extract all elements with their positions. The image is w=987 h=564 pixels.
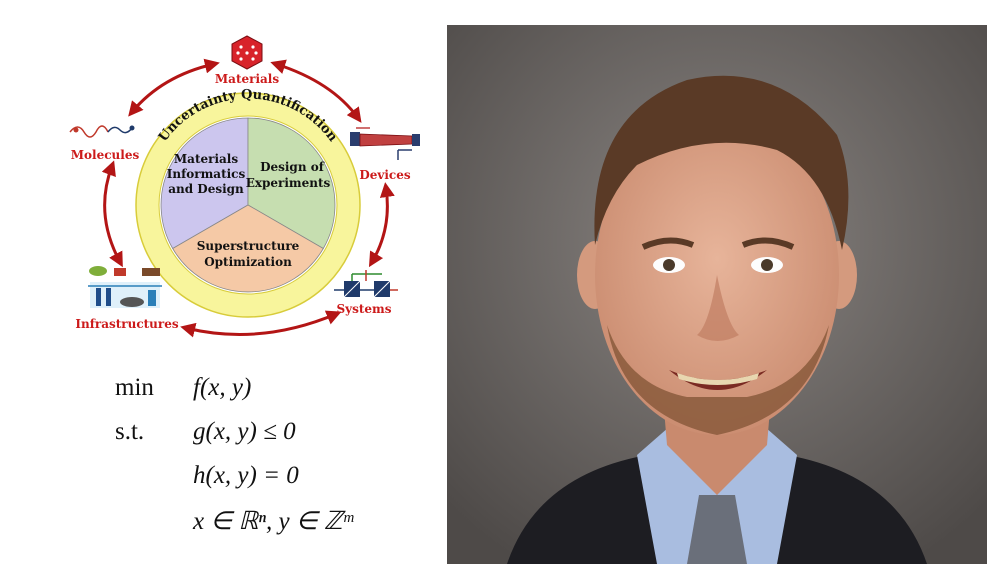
arrow-infrastructures-molecules xyxy=(101,160,123,268)
arrow-materials-devices xyxy=(270,59,362,123)
scale-label-devices: Devices xyxy=(359,168,411,182)
arrow-systems-infrastructures xyxy=(180,310,342,338)
sector-label-superstructure: Superstructure xyxy=(197,239,300,253)
scale-label-infrastructures: Infrastructures xyxy=(75,317,178,331)
tie xyxy=(687,495,747,564)
formulation-expression: f(x, y) xyxy=(193,374,252,401)
sector-label-materials: Materials xyxy=(174,152,238,166)
shirt-collar xyxy=(637,420,797,564)
beard xyxy=(607,325,829,435)
arrow-devices-systems xyxy=(368,182,395,268)
formulation-row: s.t. g(x, y) ≤ 0 xyxy=(115,418,435,462)
sector-label-informatics: Informatics xyxy=(167,167,246,181)
multiscale-diagram: Uncertainty Quantification Materials Inf… xyxy=(69,35,420,338)
infrastructures-icon xyxy=(88,266,162,308)
portrait-photo xyxy=(447,25,987,564)
optimization-formulation: min f(x, y) s.t. g(x, y) ≤ 0 h(x, y) = 0… xyxy=(115,374,435,550)
formulation-expression: x ∈ ℝⁿ, y ∈ ℤᵐ xyxy=(193,508,353,535)
sector-superstructure-optimization xyxy=(172,204,324,293)
sector-label-and-design: and Design xyxy=(168,182,244,196)
sector-materials-informatics xyxy=(160,117,249,250)
materials-icon xyxy=(231,35,263,70)
molecules-icon xyxy=(69,125,135,138)
scale-label-materials: Materials xyxy=(215,72,279,86)
arrow-molecules-materials xyxy=(128,58,220,117)
sector-design-of-experiments xyxy=(247,117,336,250)
scale-label-molecules: Molecules xyxy=(71,148,140,162)
left-panel: Uncertainty Quantification Materials Inf… xyxy=(0,0,440,564)
hair xyxy=(594,75,849,250)
scale-arrows xyxy=(101,58,395,338)
systems-icon xyxy=(334,270,398,298)
sector-label-experiments: Experiments xyxy=(246,176,331,190)
sector-label-design-of: Design of xyxy=(260,160,325,174)
formulation-row: x ∈ ℝⁿ, y ∈ ℤᵐ xyxy=(115,506,435,550)
formulation-row: min f(x, y) xyxy=(115,374,435,418)
formulation-expression: h(x, y) = 0 xyxy=(193,462,299,489)
sector-label-optimization: Optimization xyxy=(204,255,292,269)
devices-icon xyxy=(350,127,420,160)
formulation-expression: g(x, y) ≤ 0 xyxy=(193,418,296,445)
formulation-row: h(x, y) = 0 xyxy=(115,462,435,506)
formulation-keyword: min xyxy=(115,374,154,401)
formulation-keyword: s.t. xyxy=(115,418,145,445)
scale-label-systems: Systems xyxy=(336,302,391,316)
